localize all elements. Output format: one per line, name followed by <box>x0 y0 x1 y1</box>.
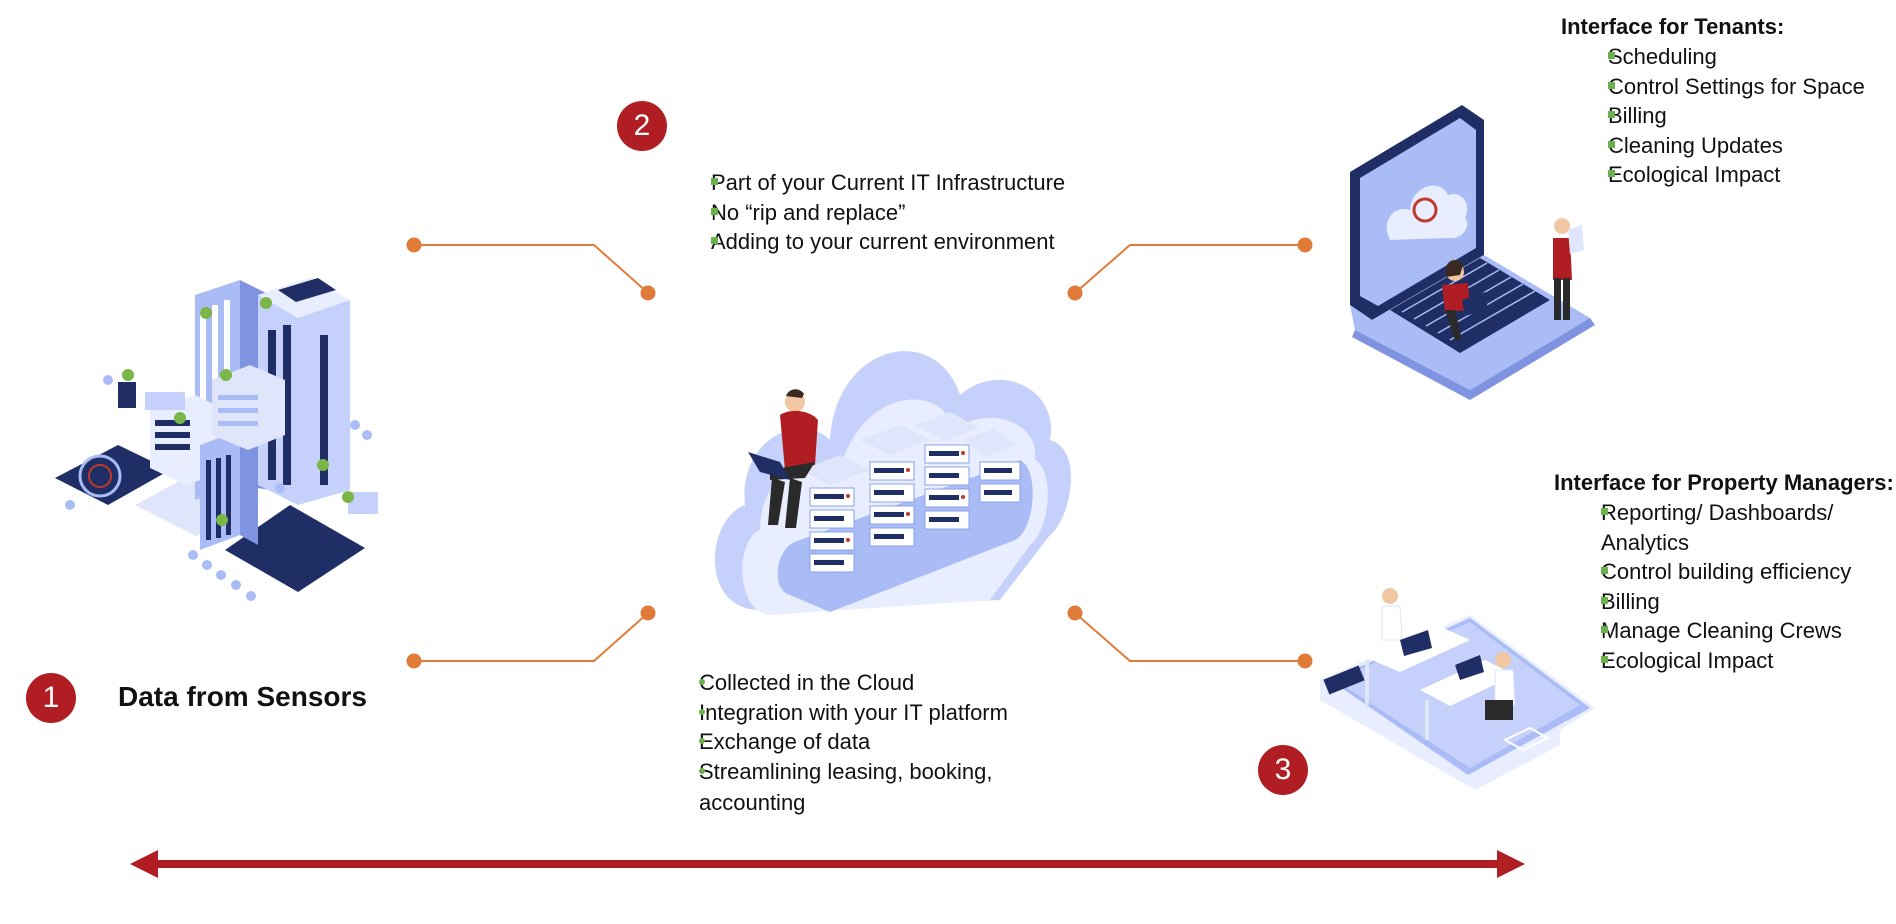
step-1-badge: 1 <box>26 673 76 723</box>
list-item: Billing <box>1556 587 1851 617</box>
managers-heading: Interface for Property Managers: <box>1554 470 1894 495</box>
connector-top-right <box>1074 244 1305 294</box>
managers-list: Reporting/ Dashboards/ Analytics Control… <box>1556 498 1851 675</box>
list-item: Streamlining leasing, booking, <box>672 757 1008 787</box>
list-item: Manage Cleaning Crews <box>1556 616 1851 646</box>
connector-dot <box>1067 605 1083 621</box>
laptop-cloud-illustration <box>1350 105 1595 400</box>
list-item: Scheduling <box>1563 42 1865 72</box>
connector-lines <box>414 244 1305 662</box>
list-item: Ecological Impact <box>1556 646 1851 676</box>
list-item: Control building efficiency <box>1556 557 1851 587</box>
connector-dot <box>1297 653 1313 669</box>
tenants-heading: Interface for Tenants: <box>1561 14 1785 39</box>
list-item: Control Settings for Space <box>1563 72 1865 102</box>
double-arrow <box>130 850 1525 878</box>
connector-dot <box>406 653 422 669</box>
list-item: Reporting/ Dashboards/ <box>1556 498 1851 528</box>
list-item-continuation: Analytics <box>1601 529 1690 555</box>
list-item: Exchange of data <box>672 727 1008 757</box>
step-2-bottom-list: Collected in the Cloud Integration with … <box>672 668 1008 786</box>
list-item: Ecological Impact <box>1563 160 1865 190</box>
step-2-top-list: Part of your Current IT Infrastructure N… <box>666 168 1065 257</box>
list-item-continuation: accounting <box>699 790 806 815</box>
mobile-office-illustration <box>1320 588 1595 790</box>
list-item: Part of your Current IT Infrastructure <box>666 168 1065 198</box>
tenants-list: Scheduling Control Settings for Space Bi… <box>1563 42 1865 190</box>
connector-dot <box>406 237 422 253</box>
connector-dot <box>1297 237 1313 253</box>
list-item: Collected in the Cloud <box>672 668 1008 698</box>
cloud-server-illustration <box>714 351 1071 615</box>
step-1-title: Data from Sensors <box>118 681 367 712</box>
list-item: Cleaning Updates <box>1563 131 1865 161</box>
list-item: Billing <box>1563 101 1865 131</box>
list-item: No “rip and replace” <box>666 198 1065 228</box>
smart-buildings-illustration <box>55 278 378 601</box>
list-item: Integration with your IT platform <box>672 698 1008 728</box>
connector-dot <box>1067 285 1083 301</box>
connector-top-left <box>414 244 649 294</box>
connector-bottom-right <box>1074 612 1305 662</box>
list-item: Adding to your current environment <box>666 227 1065 257</box>
connector-bottom-left <box>414 612 649 662</box>
step-3-badge: 3 <box>1258 745 1308 795</box>
step-2-badge: 2 <box>617 101 667 151</box>
connector-dot <box>640 605 656 621</box>
connector-dot <box>640 285 656 301</box>
